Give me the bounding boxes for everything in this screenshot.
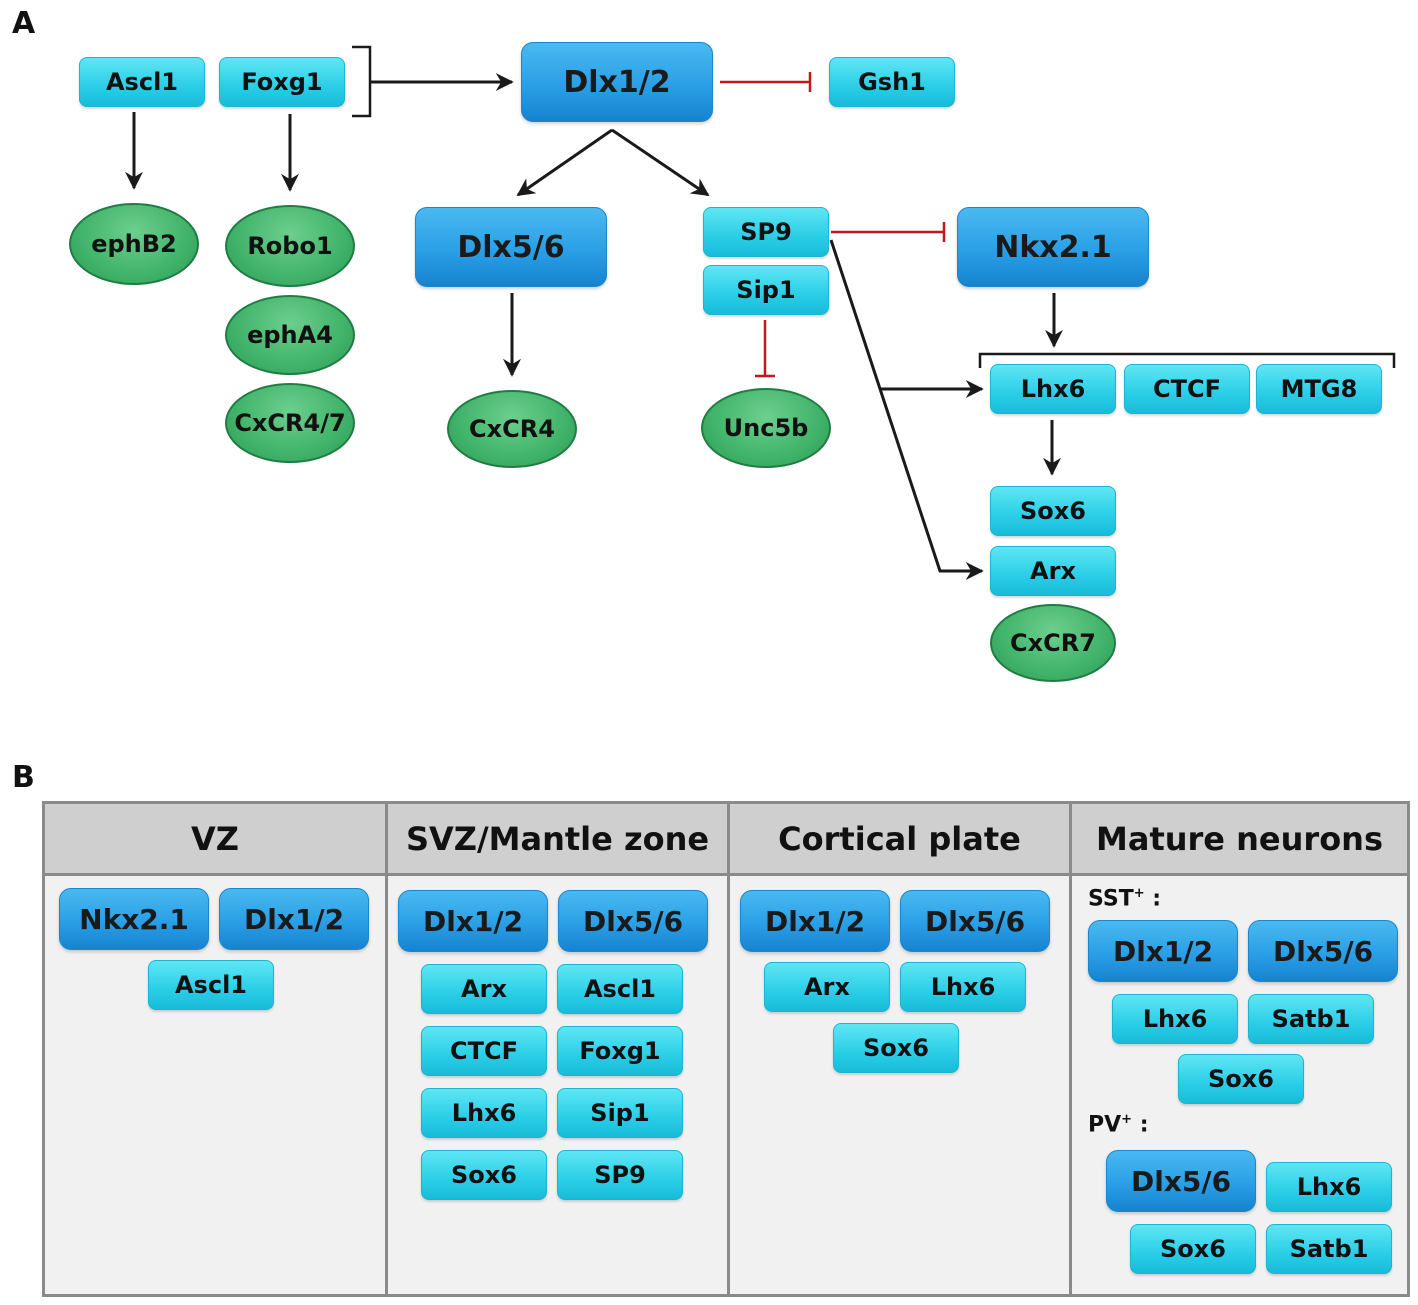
pv-label: PV+ : xyxy=(1088,1112,1149,1138)
node-ascl1: Ascl1 xyxy=(79,57,205,107)
node-unc5b: Unc5b xyxy=(701,388,831,468)
stage-svz-gene: Lhx6 xyxy=(421,1088,547,1138)
node-foxg1: Foxg1 xyxy=(219,57,345,107)
stage-cortical-plate-gene: Sox6 xyxy=(833,1023,959,1073)
edge-dlx12-sp9 xyxy=(611,128,710,197)
node-nkx21: Nkx2.1 xyxy=(957,207,1149,287)
node-lhx6: Lhx6 xyxy=(990,364,1116,414)
edge-dlx12-dlx56 xyxy=(516,128,613,197)
stage-cortical-plate-gene: Arx xyxy=(764,962,890,1012)
stage-svz-hub: Dlx5/6 xyxy=(558,890,708,952)
stage-mature-pv-gene: Sox6 xyxy=(1130,1224,1256,1274)
node-sox6: Sox6 xyxy=(990,486,1116,536)
stage-vz-gene: Ascl1 xyxy=(148,960,274,1010)
node-dlx12: Dlx1/2 xyxy=(521,42,713,122)
stage-header-vz: VZ xyxy=(45,804,385,876)
node-robo1: Robo1 xyxy=(225,205,355,287)
stage-cortical-plate-gene: Lhx6 xyxy=(900,962,1026,1012)
stage-table: VZ Nkx2.1 Dlx1/2 Ascl1 SVZ/Mantle zone D… xyxy=(42,801,1410,1297)
regulatory-network: Ascl1 Foxg1 Dlx1/2 Gsh1 ephB2 Robo1 ephA… xyxy=(69,42,1396,682)
stage-mature-pv-hub: Dlx5/6 xyxy=(1106,1150,1256,1212)
stage-cortical-plate-hub: Dlx1/2 xyxy=(740,890,890,952)
stage-svz-hub: Dlx1/2 xyxy=(398,890,548,952)
stage-svz-gene: CTCF xyxy=(421,1026,547,1076)
panel-label-a: A xyxy=(12,6,36,41)
stage-svz-gene: Sox6 xyxy=(421,1150,547,1200)
stage-mature-sst-gene: Lhx6 xyxy=(1112,994,1238,1044)
stage-mature-pv-gene: Satb1 xyxy=(1266,1224,1392,1274)
node-mtg8: MTG8 xyxy=(1256,364,1382,414)
node-ephb2: ephB2 xyxy=(69,203,199,285)
panel-label-b: B xyxy=(12,760,35,795)
bracket-ascl1-foxg1 xyxy=(352,45,372,118)
stage-vz-hub: Nkx2.1 xyxy=(59,888,209,950)
node-epha4: ephA4 xyxy=(225,295,355,375)
stage-mature-sst-gene: Sox6 xyxy=(1178,1054,1304,1104)
sst-label: SST+ : xyxy=(1088,886,1162,912)
stage-svz-gene: Arx xyxy=(421,964,547,1014)
node-gsh1: Gsh1 xyxy=(829,57,955,107)
stage-vz: VZ Nkx2.1 Dlx1/2 Ascl1 xyxy=(45,804,388,1294)
stage-mature-sst-hub: Dlx5/6 xyxy=(1248,920,1398,982)
network-edges xyxy=(125,45,1396,580)
stage-mature-neurons: Mature neurons SST+ : Dlx1/2 Dlx5/6 Lhx6… xyxy=(1072,804,1407,1294)
stage-mature-sst-hub: Dlx1/2 xyxy=(1088,920,1238,982)
node-sip1: Sip1 xyxy=(703,265,829,315)
stage-header-mature-neurons: Mature neurons xyxy=(1072,804,1407,876)
edge-sp9-arx xyxy=(829,239,984,580)
stage-cortical-plate: Cortical plate Dlx1/2 Dlx5/6 Arx Lhx6 So… xyxy=(730,804,1072,1294)
node-cxcr4: CxCR4 xyxy=(447,390,577,468)
stage-svz-gene: Sip1 xyxy=(557,1088,683,1138)
stage-header-cortical-plate: Cortical plate xyxy=(730,804,1069,876)
stage-svz-gene: Ascl1 xyxy=(557,964,683,1014)
stage-mature-pv-gene: Lhx6 xyxy=(1266,1162,1392,1212)
stage-mature-sst-gene: Satb1 xyxy=(1248,994,1374,1044)
stage-vz-hub: Dlx1/2 xyxy=(219,888,369,950)
node-cxcr47: CxCR4/7 xyxy=(225,383,355,463)
stage-cortical-plate-hub: Dlx5/6 xyxy=(900,890,1050,952)
node-ctcf: CTCF xyxy=(1124,364,1250,414)
node-dlx56: Dlx5/6 xyxy=(415,207,607,287)
bracket-lhx6-ctcf-mtg8 xyxy=(978,352,1396,368)
node-sp9: SP9 xyxy=(703,207,829,257)
stage-svz: SVZ/Mantle zone Dlx1/2 Dlx5/6 Arx Ascl1 … xyxy=(388,804,730,1294)
node-arx: Arx xyxy=(990,546,1116,596)
node-cxcr7: CxCR7 xyxy=(990,604,1116,682)
stage-header-svz: SVZ/Mantle zone xyxy=(388,804,727,876)
stage-svz-gene: Foxg1 xyxy=(557,1026,683,1076)
stage-svz-gene: SP9 xyxy=(557,1150,683,1200)
